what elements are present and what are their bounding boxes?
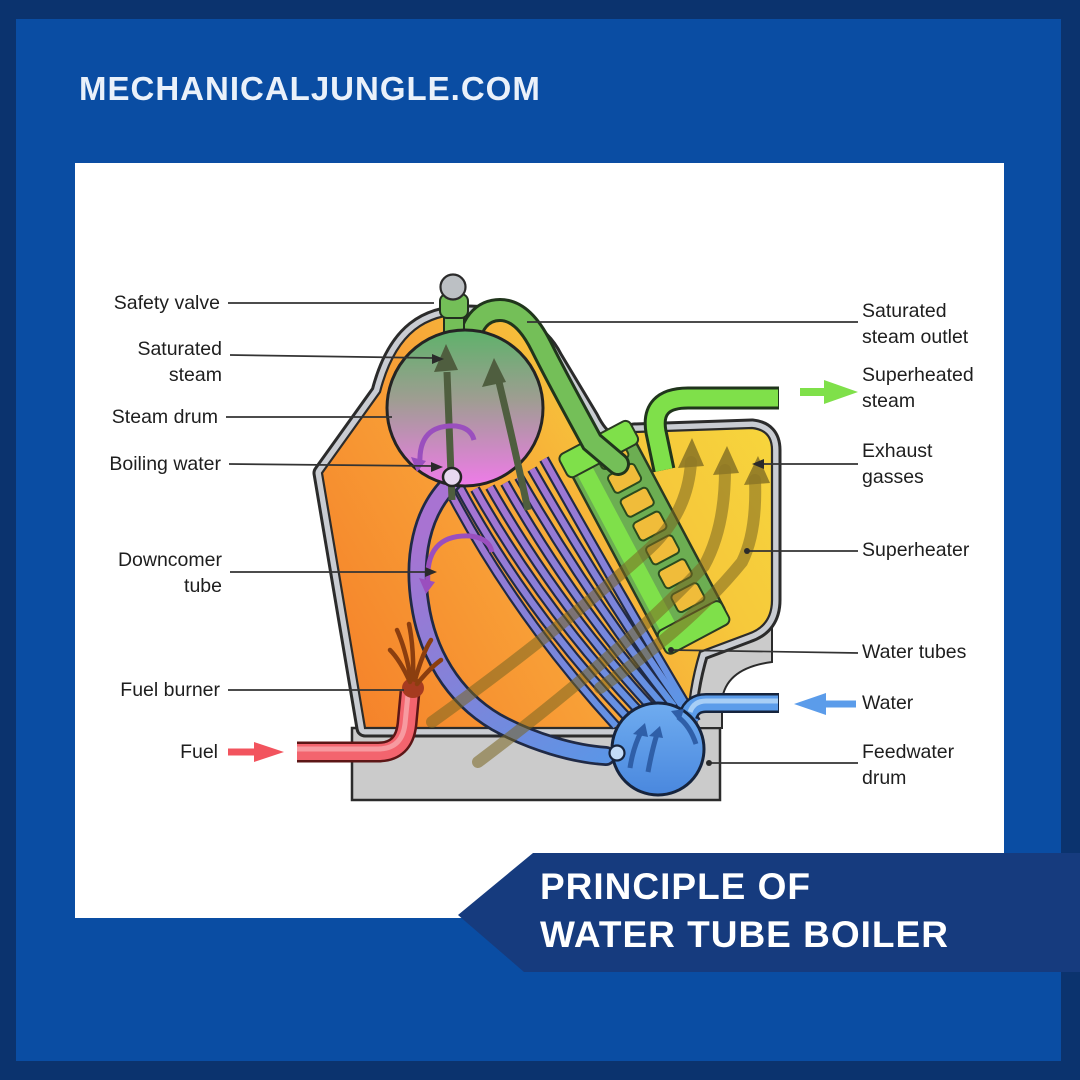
superheated-steam-pipe [643,386,779,473]
leader-saturated-steam [229,354,434,359]
leader-boiling-water [228,463,433,467]
water-tubes [441,456,701,730]
fuel-inlet-arrow [228,742,284,762]
downcomer-tube [407,472,616,766]
flame-icon [387,621,444,687]
label-saturated-steam: Saturated steam [137,338,222,386]
banner-line-1: PRINCIPLE OF [540,866,812,907]
label-fuel: Fuel [180,741,218,763]
circulation-arrows [417,423,495,586]
banner-line-2: WATER TUBE BOILER [540,914,949,955]
leader-water-tubes [670,649,859,654]
label-safety-valve: Safety valve [113,292,220,314]
label-fuel-burner: Fuel burner [120,679,220,701]
label-water: Water [862,692,914,714]
fuel-burner [297,621,444,763]
label-downcomer-tube: Downcomer tube [117,549,222,597]
steam-drum [385,328,545,594]
water-inlet-arrow [794,693,856,715]
feedwater-drum [608,701,706,797]
label-saturated-steam-outlet: Saturated steam outlet [862,300,969,348]
label-superheated-steam: Superheated steam [862,364,974,412]
downcomer-port [441,466,463,488]
downcomer-return-port [608,744,626,762]
label-water-tubes: Water tubes [862,641,967,663]
superheated-steam-outlet-arrow [800,380,858,404]
label-boiling-water: Boiling water [109,453,221,475]
leader-ends [425,354,764,766]
leader-lines [226,302,859,764]
site-name: MECHANICALJUNGLE.COM [79,70,541,107]
label-feedwater-drum: Feedwater drum [862,741,955,789]
title-banner: PRINCIPLE OF WATER TUBE BOILER [458,853,1080,972]
saturated-steam-outlet-pipe [456,297,630,476]
label-superheater: Superheater [862,539,970,561]
label-steam-drum: Steam drum [111,406,218,428]
label-exhaust-gasses: Exhaust gasses [862,440,933,488]
exhaust-gas-arrows [426,438,770,768]
water-inlet-pipe [678,693,779,720]
